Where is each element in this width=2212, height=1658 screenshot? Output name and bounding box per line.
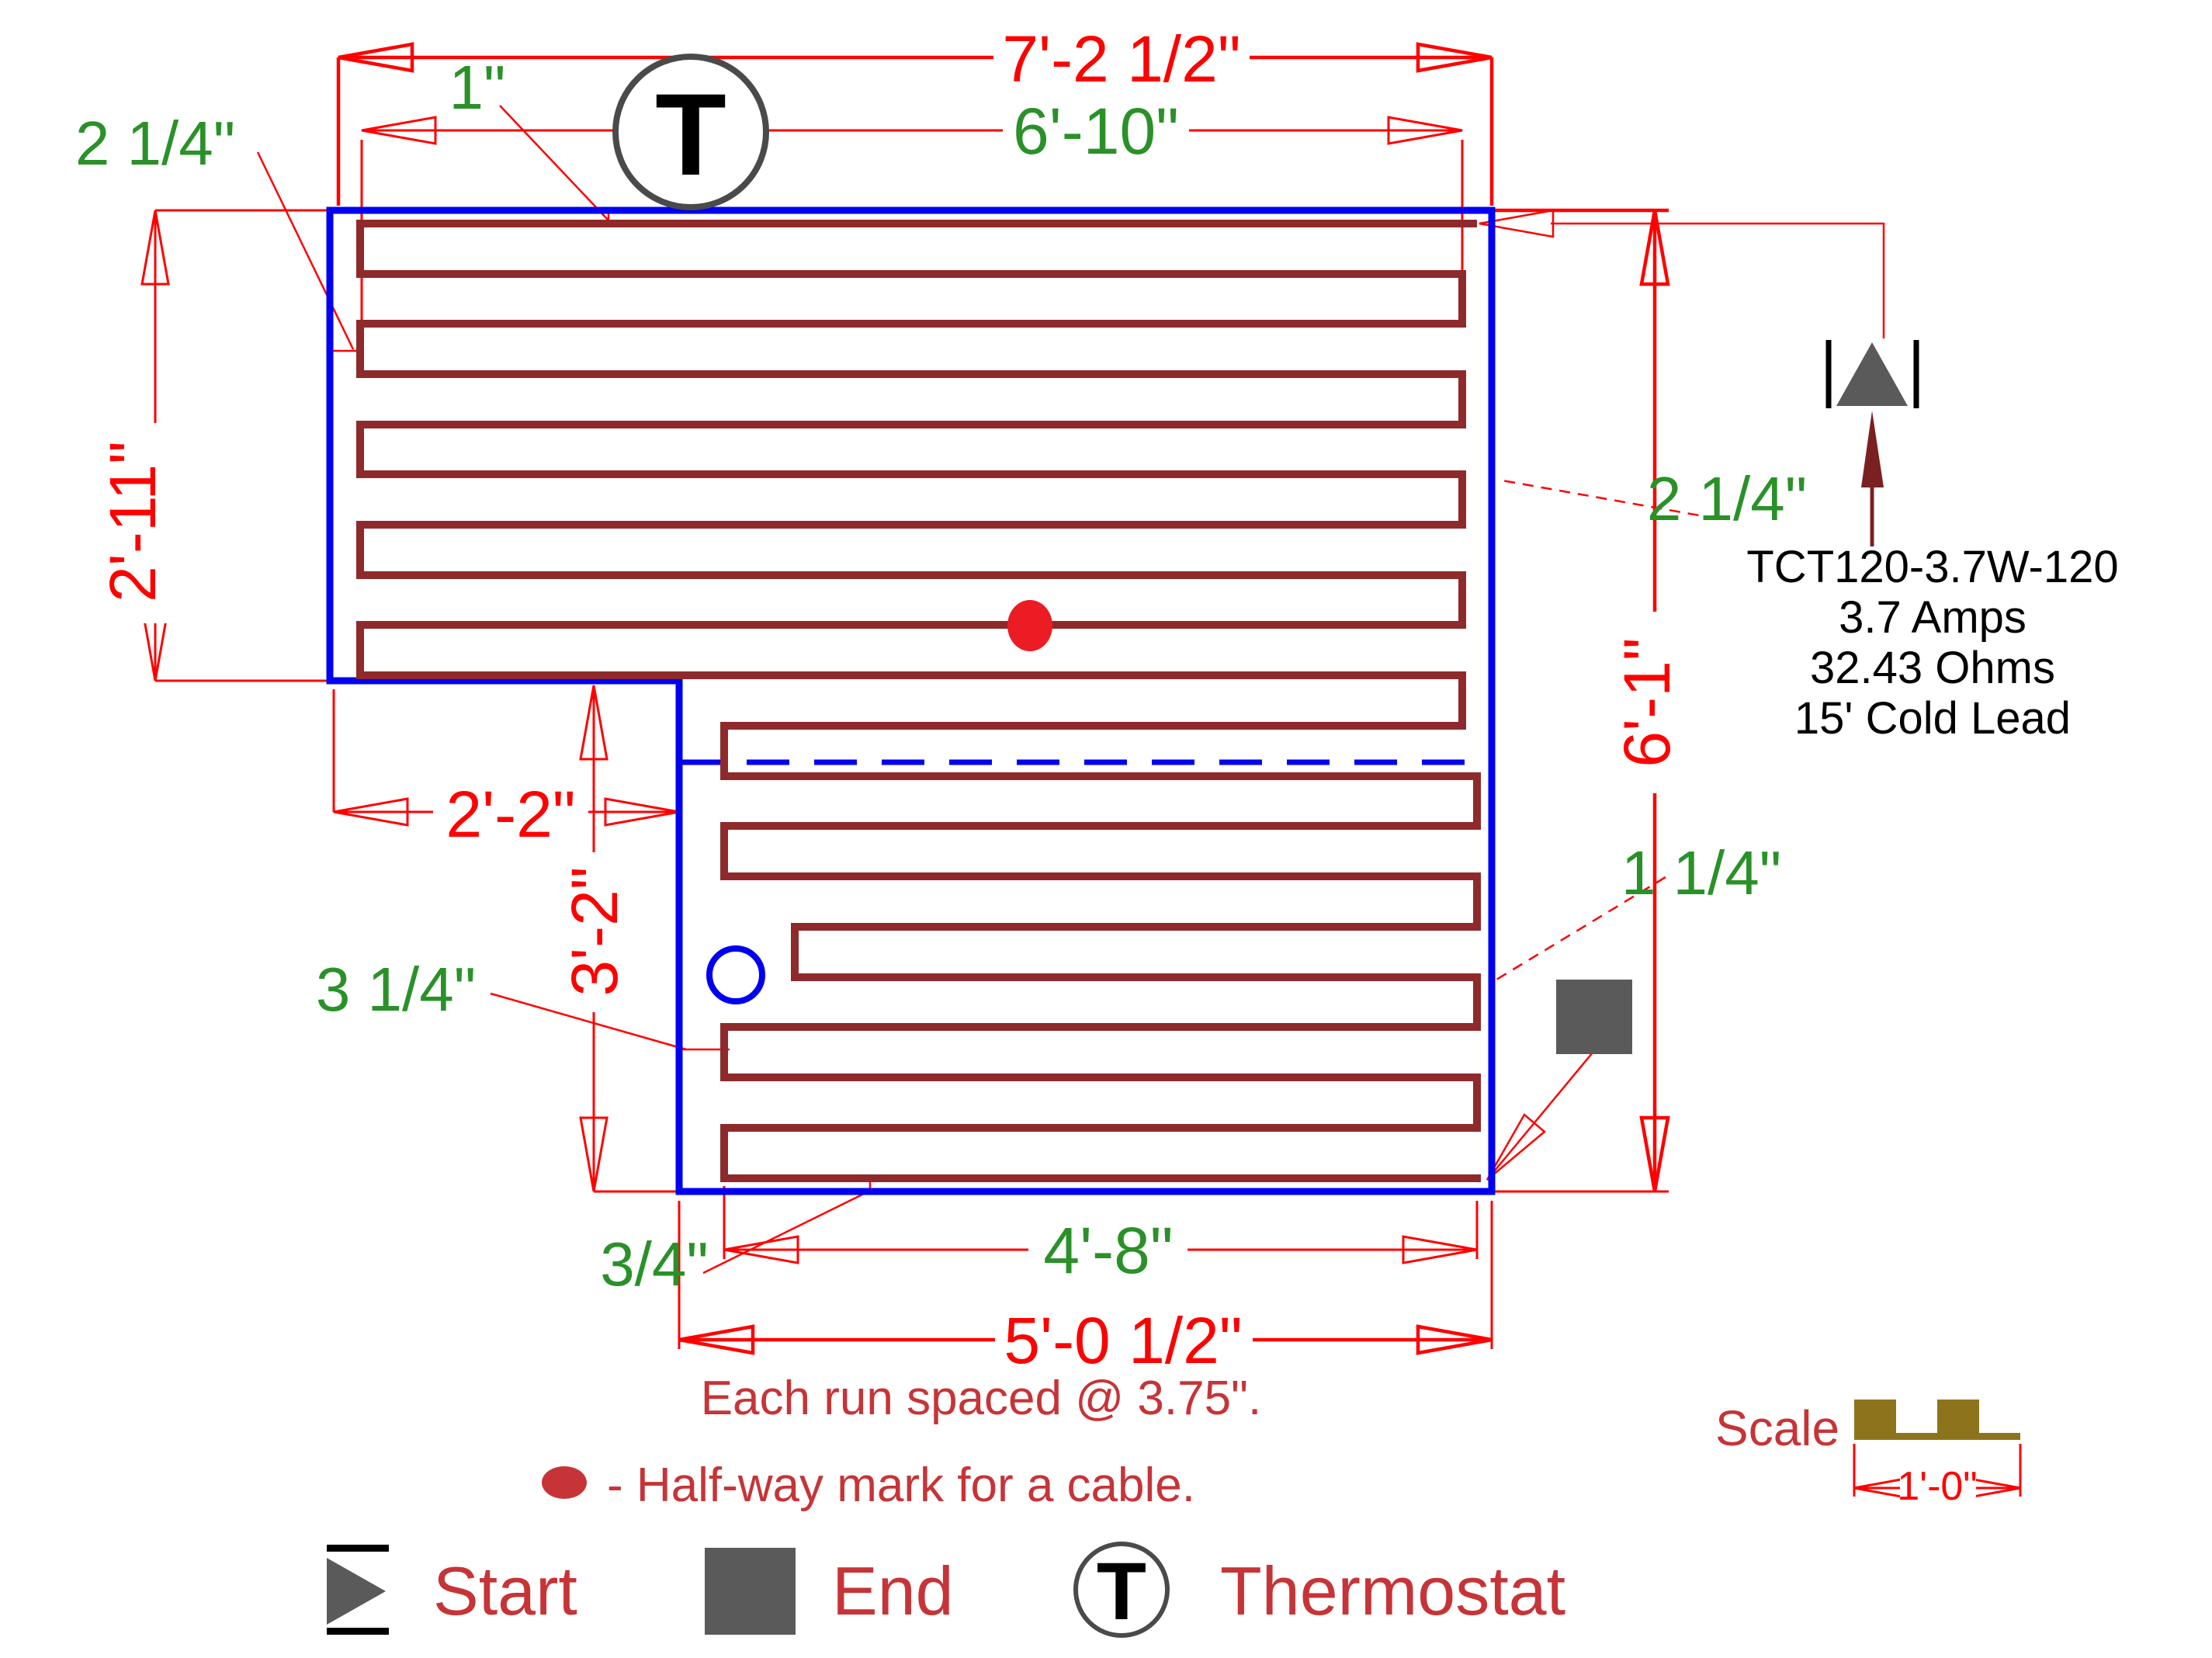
dimension-texts: 7'-2 1/2" 6'-10" 2'-11" 6'-1" 2'-2" 3'-2… (96, 23, 1683, 1377)
label-top-gap: 1" (449, 53, 506, 122)
arrowhead (1402, 1235, 1478, 1264)
arrowhead (1416, 1324, 1493, 1355)
scale-bar-segment (1854, 1400, 1896, 1434)
text-mask (1028, 1219, 1187, 1279)
dim-bottom-width: 5'-0 1/2" (1004, 1304, 1242, 1377)
label-upper-left-gap: 2 1/4" (75, 109, 235, 178)
arrowhead (678, 1324, 755, 1355)
scale-bar-segment (1937, 1400, 1979, 1434)
end-square-icon (1556, 980, 1632, 1054)
start-triangle-icon (1836, 342, 1908, 406)
label-lower-left-gap: 3 1/4" (316, 955, 476, 1024)
note-spacing: Each run spaced @ 3.75". (701, 1372, 1262, 1425)
cold-lead-arrow-icon (1861, 411, 1884, 487)
arrowhead (1416, 42, 1493, 73)
label-upper-right-gap: 2 1/4" (1647, 464, 1807, 533)
note-halfway: - Half-way mark for a cable. (607, 1459, 1195, 1512)
product-cold-lead: 15' Cold Lead (1794, 693, 2071, 744)
room-outline (326, 206, 1496, 1195)
scale-value: 1'-0" (1897, 1464, 1978, 1509)
legend-start: Start (327, 1545, 577, 1635)
dim-notch-width: 2'-2" (446, 778, 575, 851)
offset-labels: 2 1/4" 1" 2 1/4" 1 1/4" 3 1/4" 3/4" (75, 53, 1807, 1299)
arrowhead (1486, 1113, 1546, 1181)
floor-sensor-circle (706, 945, 765, 1004)
label-lower-right-gap: 1 1/4" (1621, 838, 1781, 907)
text-mask (993, 23, 1250, 87)
halfway-legend-dot-icon (542, 1466, 587, 1499)
arrowhead (1639, 1115, 1670, 1192)
leader-lower-right-gap (1496, 876, 1666, 981)
leader-bottom-gap (702, 1189, 871, 1275)
arrowhead (361, 116, 437, 145)
arrowhead (338, 42, 414, 73)
leader-lower-left-gap (490, 992, 687, 1051)
legend-end-label: End (832, 1552, 954, 1629)
leader-top-gap (499, 105, 609, 221)
end-square-icon (705, 1548, 796, 1635)
thermostat-letter: T (1097, 1546, 1146, 1637)
legend-thermostat: T Thermostat (1073, 1542, 1565, 1638)
start-bar (327, 1628, 389, 1635)
leader-upper-left-gap (256, 151, 355, 350)
legend-thermostat-label: Thermostat (1220, 1552, 1565, 1629)
arrowhead (1639, 210, 1670, 286)
leader-lines (256, 105, 1885, 1275)
text-mask (560, 852, 627, 1012)
dim-right-height: 6'-1" (1610, 637, 1683, 767)
text-mask (1003, 99, 1189, 160)
scale-bar-base (1854, 1433, 2020, 1440)
start-triangle-icon (327, 1558, 386, 1625)
text-mask (123, 423, 189, 623)
notes: Each run spaced @ 3.75". - Half-way mark… (542, 1372, 1261, 1512)
text-mask (995, 1307, 1253, 1369)
leader-start-cold-lead (1551, 222, 1885, 338)
arrowhead (140, 210, 170, 286)
arrowhead (1479, 209, 1555, 238)
heating-cable (356, 220, 1481, 1182)
legend-start-label: Start (433, 1552, 577, 1629)
dim-lower-left-height: 3'-2" (558, 866, 631, 996)
halfway-mark-dot (1007, 600, 1052, 651)
start-symbol (1825, 340, 1919, 546)
arrowhead (604, 797, 680, 827)
text-mask (1900, 1465, 1976, 1504)
thermostat-symbol: T (612, 54, 769, 210)
dim-upper-left-height: 2'-11" (96, 441, 169, 602)
product-amps: 3.7 Amps (1839, 592, 2027, 643)
legend: Start End T Thermostat (327, 1542, 1565, 1638)
thermostat-letter: T (655, 69, 726, 199)
dim-cable-width-top: 6'-10" (1013, 95, 1179, 168)
arrowhead (723, 1235, 799, 1264)
dim-top-width: 7'-2 1/2" (1002, 23, 1240, 95)
thermostat-circle-icon (612, 54, 769, 210)
product-model: TCT120-3.7W-120 (1746, 542, 2118, 592)
product-ohms: 32.43 Ohms (1810, 643, 2055, 693)
dim-cable-width-bottom: 4'-8" (1043, 1214, 1173, 1287)
text-mask (433, 781, 588, 843)
label-bottom-gap: 3/4" (600, 1230, 709, 1299)
arrowhead (333, 797, 409, 827)
text-mask (1613, 612, 1680, 793)
arrowhead (1387, 116, 1463, 145)
product-info: TCT120-3.7W-120 3.7 Amps 32.43 Ohms 15' … (1746, 542, 2118, 744)
legend-end: End (705, 1548, 954, 1635)
start-bar (327, 1545, 389, 1552)
scale-block: Scale 1'-0" (1715, 1400, 2022, 1509)
thermostat-circle-icon (1073, 1542, 1170, 1638)
arrowhead (579, 685, 608, 761)
arrowhead (579, 1116, 608, 1192)
leader-end-symbol (1486, 1052, 1593, 1181)
scale-label: Scale (1715, 1400, 1839, 1456)
